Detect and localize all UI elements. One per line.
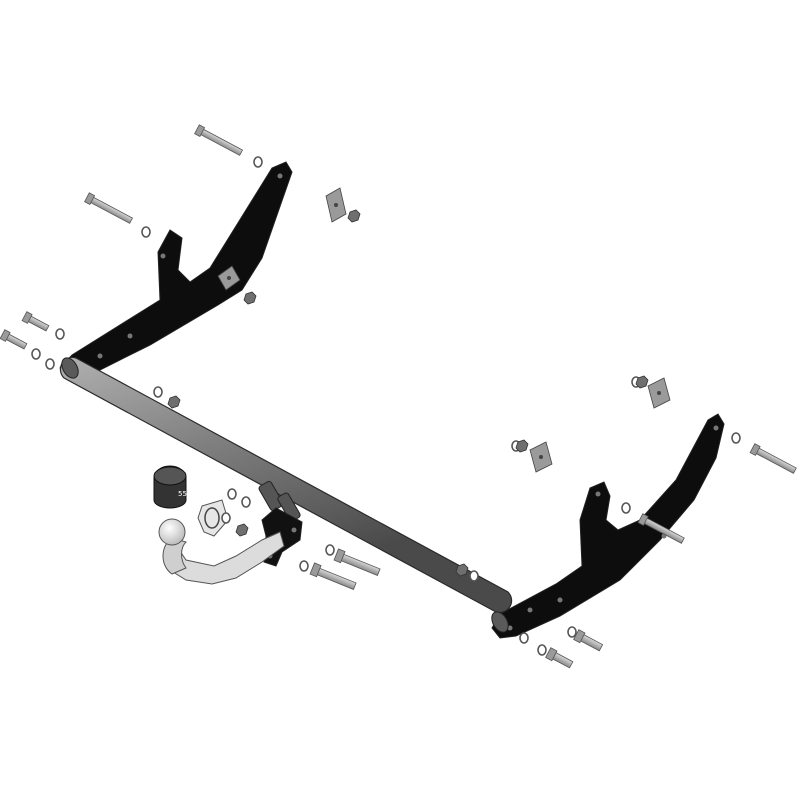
ball-cover-marking: 55 xyxy=(178,490,187,498)
nut xyxy=(515,439,529,453)
washer xyxy=(537,644,547,656)
washer xyxy=(731,432,741,444)
washer xyxy=(153,386,163,398)
washer xyxy=(241,496,251,508)
square-plate xyxy=(647,377,671,409)
ball-arm-socket-ring xyxy=(204,507,220,529)
nut xyxy=(167,395,181,409)
nut xyxy=(455,563,469,577)
crossbar-tube-end-right xyxy=(491,611,509,633)
bolt-short xyxy=(21,311,50,332)
washer xyxy=(55,328,65,340)
left-bracket-hole xyxy=(160,253,166,259)
right-bracket-hole xyxy=(595,491,601,497)
left-bracket-square-hole xyxy=(227,276,231,280)
washer xyxy=(253,156,263,168)
crossbar-tube-end-left xyxy=(61,357,79,379)
washer xyxy=(299,560,309,572)
bolt-medium xyxy=(309,562,357,590)
left-bracket-hole xyxy=(127,333,133,339)
nut xyxy=(243,291,257,305)
tow-ball xyxy=(158,518,186,546)
bolt-long xyxy=(84,192,134,224)
bolt-short xyxy=(0,329,28,350)
nut xyxy=(235,523,249,537)
right-bracket-hole xyxy=(557,597,563,603)
crossbar-tube xyxy=(59,356,513,614)
left-bracket-hole xyxy=(97,353,103,359)
washer xyxy=(221,512,231,524)
washer xyxy=(31,348,41,360)
ball-mount-hole xyxy=(291,527,297,533)
ball-arm-socket-housing xyxy=(197,499,229,537)
right-bracket-plate xyxy=(491,413,725,639)
washer xyxy=(325,544,335,556)
right-bracket-hole xyxy=(507,625,513,631)
bolt-short xyxy=(545,647,574,669)
ball-cover-cap-top xyxy=(153,466,187,486)
washer xyxy=(141,226,151,238)
bolt-long xyxy=(194,124,244,156)
right-bracket-hole xyxy=(713,425,719,431)
bolt-long xyxy=(637,513,685,544)
nut xyxy=(347,209,361,223)
square-plate xyxy=(529,441,553,473)
washer xyxy=(567,626,577,638)
crossbar-clamp-collar xyxy=(258,480,284,512)
washer xyxy=(621,502,631,514)
square-plate xyxy=(325,187,347,223)
bolt-medium xyxy=(333,548,381,576)
ball-arm-neck xyxy=(162,537,187,575)
left-bracket-hole xyxy=(277,173,283,179)
bolt-short xyxy=(573,629,604,652)
washer xyxy=(227,488,237,500)
washer xyxy=(519,632,529,644)
left-bracket-plate xyxy=(59,161,293,385)
bolt-long xyxy=(749,443,797,474)
washer xyxy=(45,358,55,370)
right-bracket-hole xyxy=(527,607,533,613)
washer xyxy=(469,570,479,582)
nut xyxy=(635,375,649,389)
